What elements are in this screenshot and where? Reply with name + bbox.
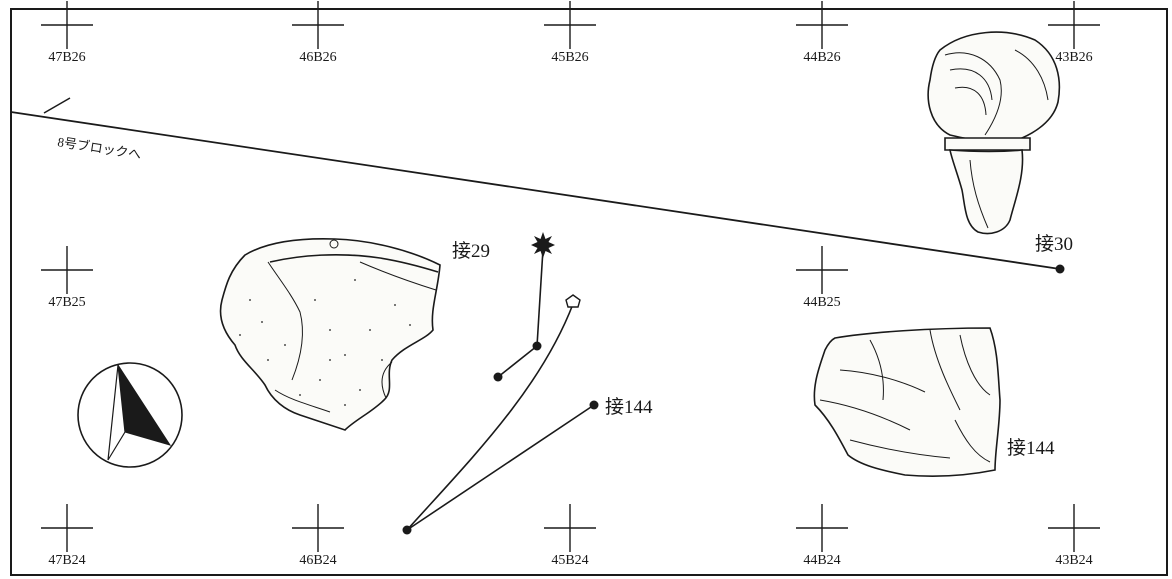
north-arrow-icon — [77, 362, 183, 468]
artifact-29 — [219, 238, 441, 431]
grid-label: 43B26 — [1055, 50, 1092, 65]
artifact-30-lower — [949, 149, 1024, 235]
block-direction-label: 8号ブロックへ — [57, 134, 143, 162]
grid-label: 44B24 — [803, 553, 840, 568]
markers — [402, 232, 1065, 535]
dot-icon — [402, 525, 412, 535]
grid-point-47B25: 47B25 — [41, 246, 93, 310]
artifact-29-outline — [219, 238, 441, 431]
grid-label: 46B26 — [299, 50, 336, 65]
artifact-144-scar — [849, 439, 951, 459]
direction-tick — [43, 97, 71, 114]
grid-label: 46B24 — [299, 553, 336, 568]
joint-label-144-line: 接144 — [605, 396, 653, 418]
grid-label: 47B26 — [48, 50, 85, 65]
artifact-29-scar — [274, 389, 331, 413]
grid-layer: 47B26 46B26 45B26 44B26 43B26 47B25 44B25 47B24… — [41, 1, 1100, 568]
dot-icon — [493, 372, 503, 382]
grid-point-43B24: 43B24 — [1048, 504, 1100, 568]
artifact-29-scar — [267, 261, 303, 381]
artifact-144 — [813, 327, 1001, 477]
artifact-30-ridge — [944, 52, 1002, 136]
artifact-30 — [927, 31, 1061, 235]
artifact-144-outline — [813, 327, 1001, 477]
grid-point-45B26: 45B26 — [544, 1, 596, 65]
star-burst-icon — [531, 232, 555, 258]
dot-icon — [1055, 264, 1065, 274]
artifact-29-ridge — [269, 253, 439, 273]
artifact-30-scar — [954, 86, 987, 116]
artifact-30-scar — [969, 159, 989, 229]
joint-label-144-artifact: 接144 — [1007, 437, 1055, 459]
grid-point-44B26: 44B26 — [796, 1, 848, 65]
grid-label: 47B25 — [48, 295, 85, 310]
artifact-144-scar — [839, 369, 926, 393]
artifact-144-scar — [959, 334, 991, 396]
artifact-30-scar — [1014, 49, 1049, 101]
artifact-144-scar — [819, 399, 911, 431]
artifact-29-scar — [381, 361, 393, 399]
grid-label: 44B25 — [803, 295, 840, 310]
artifact-29-notch — [329, 239, 339, 249]
artifact-30-scar — [949, 68, 993, 101]
grid-point-47B24: 47B24 — [41, 504, 93, 568]
refit-line-144 — [406, 404, 595, 531]
grid-point-46B26: 46B26 — [292, 1, 344, 65]
dot-icon — [532, 341, 542, 351]
dot-icon — [589, 400, 599, 410]
grid-label: 47B24 — [48, 553, 85, 568]
artifact-144-scar — [869, 339, 884, 401]
artifact-144-scar — [954, 419, 991, 463]
grid-label: 43B24 — [1055, 553, 1092, 568]
refit-line-29 — [497, 248, 544, 378]
pentagon-icon — [565, 294, 581, 308]
artifact-30-upper — [927, 31, 1061, 143]
joint-label-29: 接29 — [452, 240, 490, 262]
map-frame — [10, 8, 1168, 576]
artifact-29-scar — [359, 261, 437, 291]
grid-label: 44B26 — [803, 50, 840, 65]
grid-label: 45B24 — [551, 553, 588, 568]
artifact-29-stipple — [239, 279, 411, 406]
refit-line-30 — [10, 111, 1061, 270]
grid-point-46B24: 46B24 — [292, 504, 344, 568]
grid-point-45B24: 45B24 — [544, 504, 596, 568]
artifact-144-scar — [929, 329, 961, 411]
grid-point-44B24: 44B24 — [796, 504, 848, 568]
grid-point-47B26: 47B26 — [41, 1, 93, 65]
grid-point-43B26: 43B26 — [1048, 1, 1100, 65]
refit-line-144-curve — [406, 303, 574, 531]
joint-label-30: 接30 — [1035, 233, 1073, 255]
grid-point-44B25: 44B25 — [796, 246, 848, 310]
grid-label: 45B26 — [551, 50, 588, 65]
artifact-30-rim — [944, 137, 1031, 151]
